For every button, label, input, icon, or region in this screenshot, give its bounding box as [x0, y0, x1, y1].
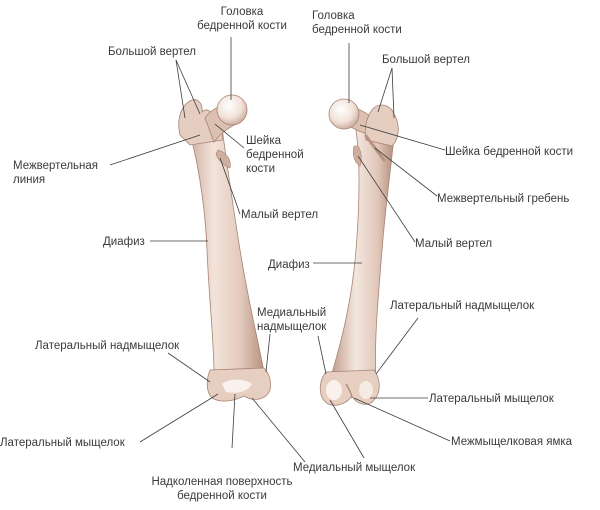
label-medial-epicondyle-1: Медиальный: [257, 307, 327, 319]
label-intertrochanteric-line: Межвертельная линия: [13, 159, 98, 187]
label-neck-left-1: Шейка: [246, 135, 282, 147]
label-shaft-right: Диафиз: [268, 259, 310, 271]
label-head-left: Головка бедренной кости: [186, 5, 298, 33]
leader-lesser-trochanter-right: [357, 155, 416, 243]
femur-posterior-intercondylar-fossa: [345, 383, 353, 399]
leader-greater-trochanter-left-a: [175, 59, 186, 119]
label-lateral-epicondyle-right: Латеральный надмыщелок: [390, 300, 535, 312]
label-head-right: Головка бедренной кости: [312, 9, 402, 37]
femur-anterior-patellar-surface: [222, 379, 252, 393]
label-intercondylar-fossa: Межмыщелковая ямка: [451, 436, 573, 448]
leader-lines: [109, 37, 451, 463]
label-medial-condyle: Медиальный мыщелок: [293, 462, 416, 474]
femur-anterior-head: [216, 94, 248, 126]
leader-intertrochanteric-crest: [374, 147, 438, 197]
femur-posterior-condyle-highlight: [326, 380, 342, 400]
label-shaft-left: Диафиз: [103, 236, 145, 248]
label-head-left-line1: Головка: [220, 6, 264, 18]
label-lesser-trochanter-left: Малый вертел: [241, 209, 319, 221]
label-lesser-trochanter-right: Малый вертел: [415, 238, 493, 250]
femur-posterior-condyle-highlight-2: [359, 381, 373, 399]
label-neck-right: Шейка бедренной кости: [445, 146, 574, 158]
leader-greater-trochanter-left-b: [175, 59, 201, 115]
label-intertrochanteric-crest: Межвертельный гребень: [437, 193, 570, 205]
femur-posterior-head: [328, 98, 360, 130]
femur-posterior: [319, 98, 399, 406]
label-patellar-surface: Надколенная поверхность бедренной кости: [138, 475, 306, 503]
leader-patellar-surface: [231, 393, 236, 449]
label-neck-left-2: бедренной: [246, 149, 304, 161]
label-neck-left: Шейка бедренной кости: [246, 134, 304, 176]
leader-lateral-condyle-left: [139, 393, 219, 443]
label-patellar-surface-1: Надколенная поверхность: [151, 476, 293, 488]
label-greater-trochanter-right: Большой вертел: [382, 54, 471, 66]
label-medial-epicondyle-2: надмыщелок: [257, 321, 327, 333]
label-head-right-line1: Головка: [312, 10, 355, 22]
label-intertrochanteric-line-1: Межвертельная: [13, 160, 99, 172]
femur-anterior: [178, 94, 271, 402]
label-greater-trochanter-left: Большой вертел: [108, 46, 197, 58]
label-patellar-surface-2: бедренной кости: [177, 490, 267, 502]
leader-lateral-epicondyle-left: [167, 352, 211, 383]
leader-greater-trochanter-right-b: [391, 67, 395, 119]
femur-posterior-greater-trochanter: [364, 104, 399, 147]
label-neck-left-3: кости: [246, 163, 275, 175]
leader-intercondylar-fossa: [353, 397, 451, 442]
leader-intertrochanteric-line: [109, 134, 201, 166]
label-lateral-condyle-left: Латеральный мыщелок: [0, 437, 125, 449]
label-medial-epicondyle: Медиальный надмыщелок: [257, 306, 326, 334]
leader-greater-trochanter-right-a: [377, 67, 393, 113]
label-head-right-line2: бедренной кости: [312, 24, 402, 36]
leader-medial-condyle-right: [329, 399, 365, 459]
leader-neck-left: [214, 123, 245, 149]
leader-medial-epicondyle: [265, 333, 271, 373]
femur-posterior-lesser-trochanter: [352, 145, 362, 167]
leader-medial-condyle: [251, 397, 306, 463]
leader-medial-epicondyle-right: [317, 335, 327, 375]
femur-anterior-lesser-trochanter: [215, 149, 231, 169]
label-lateral-condyle-right: Латеральный мыщелок: [429, 393, 554, 405]
femur-posterior-shaft: [329, 129, 395, 383]
leader-neck-right: [359, 124, 446, 151]
label-lateral-epicondyle-left: Латеральный надмыщелок: [35, 340, 180, 352]
label-intertrochanteric-line-2: линия: [13, 174, 46, 186]
label-head-left-line2: бедренной кости: [197, 20, 287, 32]
leader-lesser-trochanter-left: [219, 157, 241, 215]
leader-lateral-epicondyle-right: [375, 317, 419, 375]
